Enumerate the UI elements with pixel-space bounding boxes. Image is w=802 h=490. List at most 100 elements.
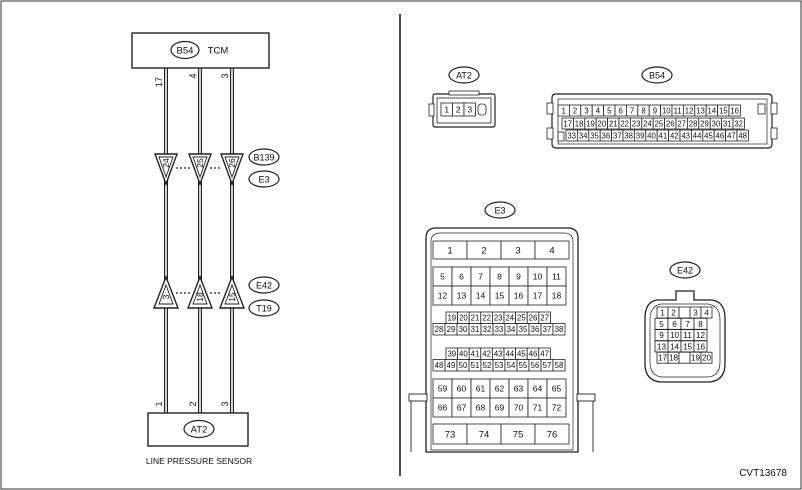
e3-pin-34-label: 34: [507, 325, 516, 334]
ecu-connector-label: B54: [177, 46, 194, 57]
b54-pin-2: 2: [569, 104, 582, 117]
e3-pin-64-label: 64: [533, 384, 543, 394]
e3-pin-5-label: 5: [440, 272, 445, 282]
junction-upper-tag-1: [248, 148, 280, 166]
b54-pin-2-label: 2: [573, 106, 577, 115]
b54-pin-13: 13: [694, 104, 707, 117]
e3-pin-54: 54: [504, 359, 518, 372]
e3-pin-17-label: 17: [533, 291, 543, 301]
at2-pin-3: 3: [463, 102, 476, 117]
e3-pin-60-label: 60: [457, 384, 467, 394]
e3-pin-38: 38: [552, 323, 566, 336]
b54-pin-47-label: 47: [727, 131, 736, 140]
b54-pin-15-label: 15: [719, 106, 728, 115]
e3-pin-76: 76: [534, 423, 570, 445]
e3-pin-45-label: 45: [517, 350, 526, 359]
e42-pin-12-label: 12: [696, 331, 706, 340]
e3-pin-41: 41: [468, 347, 482, 360]
junction-upper-tag-1-label: B139: [253, 153, 274, 163]
e42-pin-blank: [678, 351, 691, 364]
e42-pin-11-label: 11: [683, 331, 692, 340]
e3-pin-26-label: 26: [529, 314, 538, 323]
e42-pin-13-label: 13: [657, 342, 667, 351]
b54-key: [757, 103, 766, 115]
e42-tag-label: E42: [677, 266, 693, 276]
b54-pin-39: 39: [634, 129, 647, 142]
b54-pin-41: 41: [656, 129, 670, 142]
b54-pin-33-label: 33: [567, 131, 576, 140]
e3-pin-33: 33: [492, 323, 506, 336]
junction-lower-tag-1-label: E42: [256, 281, 272, 291]
b54-pin-37-label: 37: [613, 131, 622, 140]
e3-pin-34: 34: [504, 323, 518, 336]
e3-pin-50: 50: [456, 359, 470, 372]
e3-pin-15: 15: [489, 285, 510, 306]
e42-pin-17-label: 17: [658, 354, 668, 363]
junction-upper-tag-2-label: E3: [258, 175, 269, 185]
b54-pin-1: 1: [557, 104, 570, 117]
b54-pin-9-label: 9: [653, 106, 657, 115]
e3-pin-41-label: 41: [471, 350, 480, 359]
e42-pin-16: 16: [693, 340, 708, 353]
b54-pin-17: 17: [561, 117, 574, 130]
b54-pin-40-label: 40: [647, 131, 656, 140]
e3-pin-27: 27: [538, 311, 551, 324]
b54-pin-20-label: 20: [598, 119, 607, 128]
b54-pin-41-label: 41: [659, 131, 668, 140]
e3-pin-24: 24: [503, 311, 517, 324]
b54-pin-38: 38: [622, 129, 635, 142]
b54-pin-9: 9: [648, 104, 662, 117]
b54-pin-45-label: 45: [704, 131, 713, 140]
e3-pin-30: 30: [456, 323, 470, 336]
b54-pin-16-label: 16: [730, 106, 739, 115]
ecu-pin-1: 17: [154, 77, 164, 87]
b54-pin-30-label: 30: [712, 119, 721, 128]
e42-pin-19-label: 19: [691, 354, 701, 363]
e42-pin-15-label: 15: [683, 342, 693, 351]
e3-pin-50-label: 50: [459, 361, 468, 370]
e3-pin-11: 11: [546, 266, 567, 287]
e3-pin-35: 35: [516, 323, 530, 336]
schematic: B54 TCM 17 4 3 24 25 26 B139 E3: [131, 32, 280, 466]
e3-pin-1-label: 1: [447, 245, 452, 256]
b54-pin-24-label: 24: [643, 119, 652, 128]
b54-tag: [641, 66, 673, 84]
e3-pin-11-label: 11: [552, 272, 561, 282]
e3-pin-20-label: 20: [459, 314, 468, 323]
b54-pin-23-label: 23: [632, 119, 641, 128]
e3-pin-5: 5: [432, 266, 453, 287]
b54-pin-48-label: 48: [738, 131, 747, 140]
e3-pin-4-label: 4: [549, 245, 554, 256]
e3-pin-10-label: 10: [533, 272, 543, 282]
e42-pin-blank: [678, 306, 691, 319]
at2-pin-1-label: 1: [444, 105, 449, 115]
e42-pin-10-label: 10: [670, 331, 680, 340]
at2-tag: [448, 66, 480, 84]
b54-pin-6-label: 6: [619, 106, 623, 115]
e42-pin-7: 7: [680, 317, 695, 330]
e3-pin-71-label: 71: [533, 403, 543, 413]
junction-lower-tag-1: [248, 276, 280, 294]
junction-upper-pin-1: 24: [161, 158, 171, 168]
e3-pin-40: 40: [457, 347, 470, 360]
junction-upper-pin-3: 26: [227, 158, 237, 168]
e3-pin-19: 19: [445, 311, 459, 324]
b54-pin-48: 48: [736, 129, 749, 142]
b54-pin-38-label: 38: [624, 131, 633, 140]
ecu-connector-tag: [170, 40, 200, 60]
b54-pin-18-label: 18: [575, 119, 584, 128]
e3-pin-48: 48: [432, 359, 446, 372]
e3-pin-62-label: 62: [495, 384, 505, 394]
e3-pin-73-label: 73: [445, 429, 456, 440]
b54-key-2: [557, 131, 565, 142]
b54-pin-21: 21: [607, 117, 620, 130]
e3-pin-7-label: 7: [478, 272, 483, 282]
b54-pin-15: 15: [717, 104, 730, 117]
e3-pin-75: 75: [500, 423, 536, 445]
e3-pin-6-label: 6: [459, 272, 464, 282]
e3-pin-57: 57: [540, 359, 554, 372]
b54-pin-5-label: 5: [607, 106, 612, 115]
e3-pin-23-label: 23: [494, 314, 503, 323]
e3-pin-33-label: 33: [495, 325, 504, 334]
